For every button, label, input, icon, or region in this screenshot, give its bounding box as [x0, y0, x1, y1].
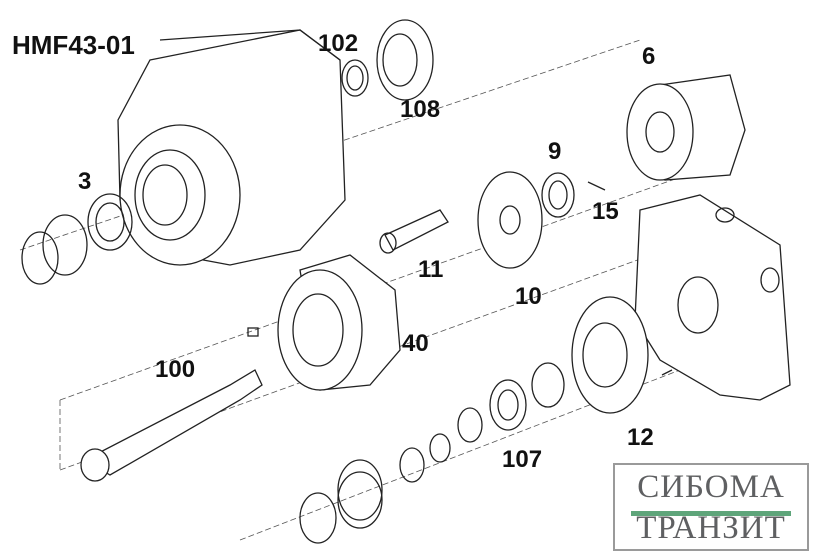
- company-logo: СИБОМА ТРАНЗИТ: [613, 463, 809, 551]
- label-6: 6: [642, 43, 656, 70]
- label-15: 15: [592, 198, 619, 225]
- diagram-title: HMF43-01: [12, 30, 135, 60]
- part-6-cylinder-block: [626, 74, 746, 181]
- part-11-piston: [379, 209, 449, 254]
- part-3-rings: [21, 193, 133, 285]
- part-102-108-bearing: [341, 19, 434, 101]
- label-3: 3: [78, 168, 92, 195]
- label-9: 9: [548, 138, 562, 165]
- logo-accent-bar: [631, 511, 791, 516]
- motor-housing: [117, 29, 346, 266]
- part-40-carrier: [247, 254, 401, 391]
- label-10: 10: [515, 283, 542, 310]
- part-100-shaft: [80, 369, 263, 482]
- label-102: 102: [318, 30, 359, 57]
- label-40: 40: [402, 330, 429, 357]
- part-10-plate: [477, 171, 543, 269]
- label-107: 107: [502, 446, 543, 473]
- part-107-bearing-set: [299, 362, 565, 544]
- valve-block: [634, 194, 791, 401]
- label-12: 12: [627, 424, 654, 451]
- label-100: 100: [155, 356, 196, 383]
- logo-line-1: СИБОМА: [637, 469, 785, 505]
- part-9-15: [541, 172, 606, 218]
- label-108: 108: [400, 96, 441, 123]
- label-11: 11: [418, 256, 444, 283]
- part-12-plate: [571, 296, 673, 414]
- logo-line-2: ТРАНЗИТ: [636, 510, 786, 546]
